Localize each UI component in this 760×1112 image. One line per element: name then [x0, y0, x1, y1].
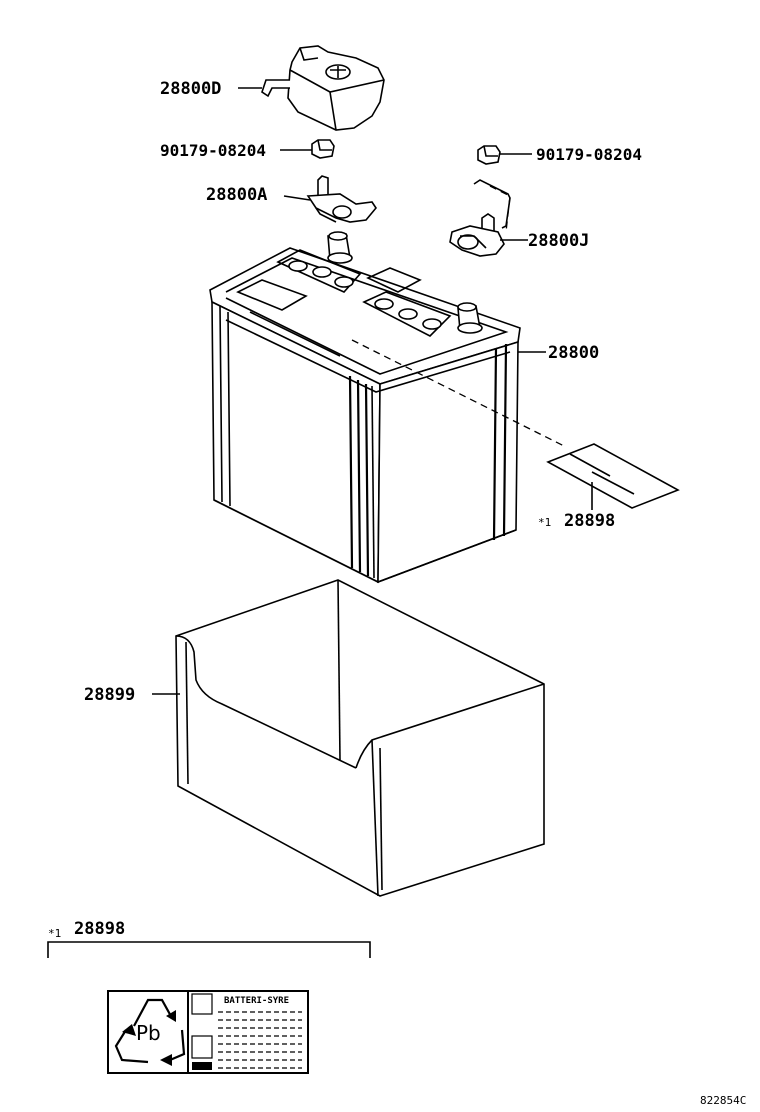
detail-label-text-lines [218, 1011, 302, 1069]
battery-drawing [209, 231, 565, 584]
warning-label-drawing [546, 443, 680, 509]
recycle-icon [114, 998, 186, 1066]
label-28899: 28899 [84, 685, 135, 705]
label-28800: 28800 [548, 343, 599, 363]
label-nut-right: 90179-08204 [536, 145, 642, 164]
detail-bracket [47, 941, 371, 958]
detail-part-number: 28898 [74, 919, 125, 939]
label-28800A: 28800A [206, 185, 267, 205]
nut-right-drawing [477, 145, 501, 165]
nut-left-drawing [311, 139, 335, 159]
terminal-a-drawing [306, 175, 377, 223]
label-note-mark: *1 [538, 516, 551, 529]
label-28800D: 28800D [160, 79, 221, 99]
detail-label-drawing: Pb BATTERI-SYRE [107, 990, 309, 1074]
detail-note-mark: *1 [48, 927, 61, 940]
battery-cover-drawing [261, 45, 385, 131]
label-nut-left: 90179-08204 [160, 141, 266, 160]
label-28898: 28898 [564, 511, 615, 531]
figure-code: 822854C [700, 1094, 746, 1107]
label-28800J: 28800J [528, 231, 589, 251]
battery-tray-drawing [175, 579, 545, 897]
detail-label-heading: BATTERI-SYRE [224, 996, 289, 1006]
terminal-j-drawing [449, 179, 511, 257]
recycle-symbol-text: Pb [136, 1021, 161, 1045]
